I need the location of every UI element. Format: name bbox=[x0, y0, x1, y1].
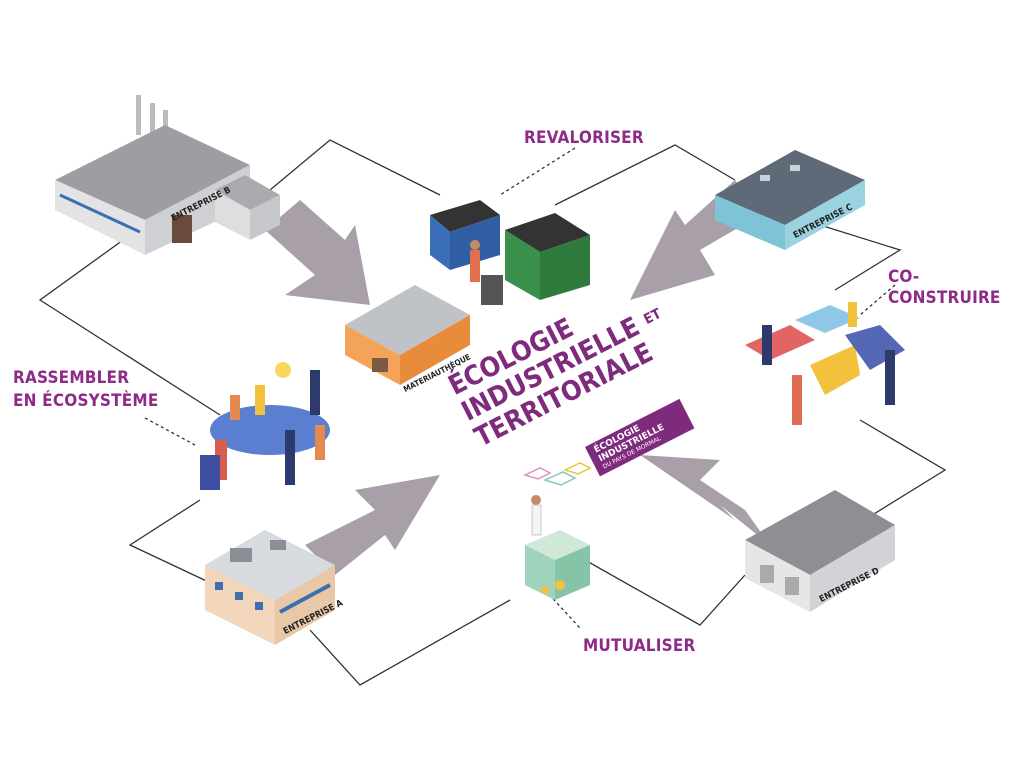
logo-mark bbox=[522, 462, 592, 486]
puzzle-illustration bbox=[745, 302, 905, 425]
materiautheque-building bbox=[345, 285, 470, 385]
entreprise-b-building bbox=[55, 95, 280, 255]
rassembler-label-line1: RASSEMBLER bbox=[13, 368, 130, 388]
entreprise-d-building bbox=[745, 490, 895, 612]
revaloriser-label: REVALORISER bbox=[524, 128, 644, 148]
rassembler-label-line2: EN ÉCOSYSTÈME bbox=[13, 391, 159, 411]
mutualiser-label: MUTUALISER bbox=[583, 636, 696, 656]
arrow-from-entreprise-a bbox=[305, 475, 440, 575]
entreprise-c-building bbox=[715, 150, 865, 250]
entreprise-a-building bbox=[205, 530, 335, 645]
dumpsters-illustration bbox=[430, 200, 590, 305]
arrow-from-entreprise-b bbox=[265, 200, 370, 305]
donation-box-illustration bbox=[525, 495, 590, 600]
arrow-from-entreprise-d bbox=[640, 455, 770, 545]
co-construire-label: CO-CONSTRUIRE bbox=[888, 267, 1001, 308]
meeting-illustration bbox=[200, 362, 330, 490]
connector-lines bbox=[38, 139, 947, 686]
